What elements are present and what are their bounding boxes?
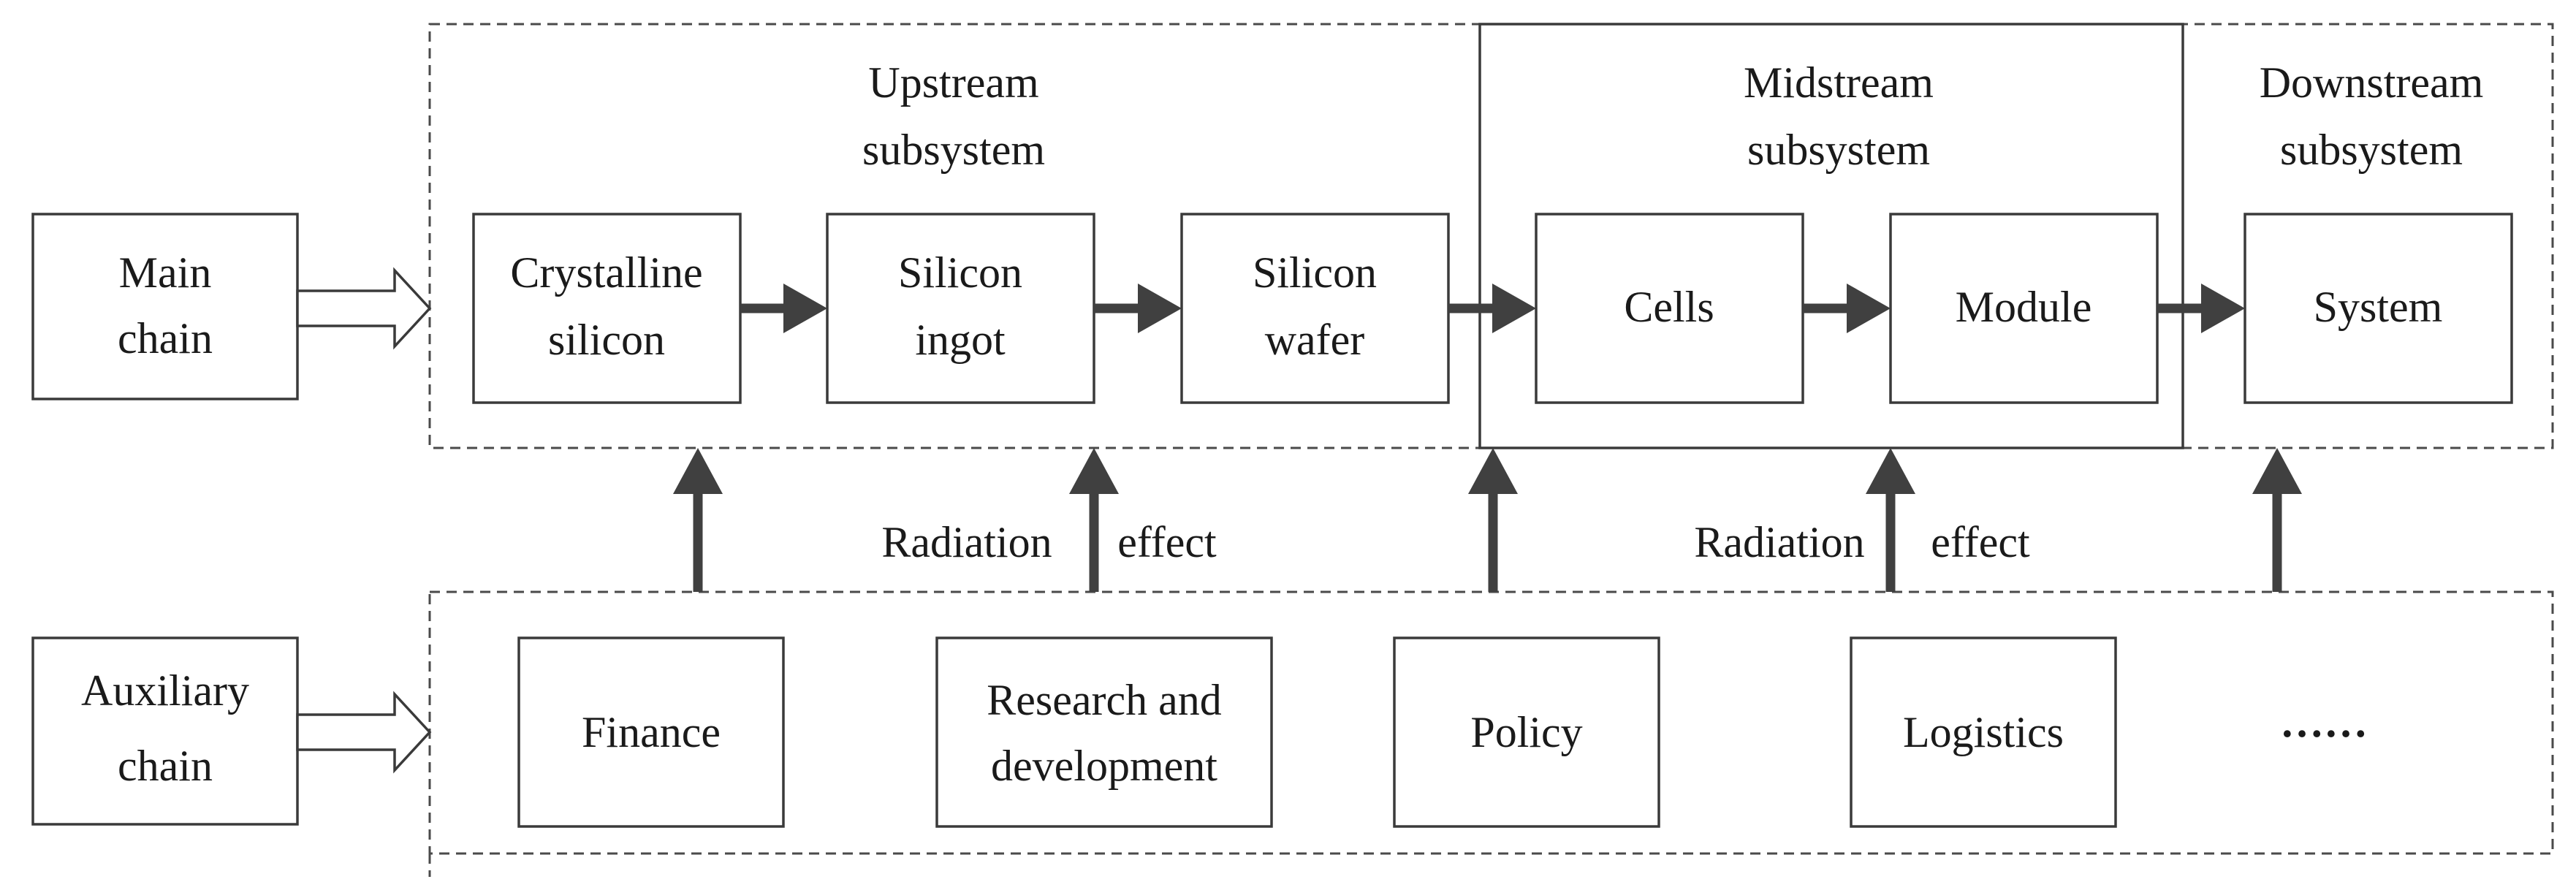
main-chain-hollow-arrow-icon [296,267,432,350]
node-silicon-wafer-line1: Silicon [1253,248,1377,297]
node-cells: Cells [1535,213,1804,404]
node-system-label: System [2314,283,2443,331]
node-module: Module [1889,213,2159,404]
radiation-arrow-1 [673,448,723,592]
node-silicon-ingot-line1: Silicon [898,248,1022,297]
node-silicon-wafer: Silicon wafer [1180,213,1450,404]
upstream-subsystem-title-line1: Upstream [868,58,1038,107]
node-silicon-wafer-line2: wafer [1265,316,1365,364]
aux-node-policy-label: Policy [1470,708,1582,756]
radiation-arrow-3 [1468,448,1518,592]
aux-ellipsis: …… [2280,698,2368,746]
main-chain-label-line1: Main [119,248,212,297]
arrow-wafer-to-cells [1448,284,1536,333]
node-system: System [2243,213,2513,404]
auxiliary-chain-label-line2: chain [118,742,213,790]
radiation-arrow-4 [1866,448,1915,592]
aux-node-finance: Finance [517,636,785,828]
aux-node-research-development-line1: Research and [987,676,1222,724]
main-chain-container [428,23,2554,449]
auxiliary-chain-label-line1: Auxiliary [81,666,249,715]
aux-node-research-development-line2: development [991,742,1217,790]
node-crystalline-silicon: Crystalline silicon [472,213,742,404]
arrow-cells-to-module [1803,284,1891,333]
midstream-frame [1478,23,2184,449]
aux-node-logistics: Logistics [1850,636,2117,828]
arrow-crystalline-to-ingot [740,284,827,333]
main-chain-label: Main chain [31,213,299,400]
downstream-subsystem-title-line1: Downstream [2260,58,2484,107]
auxiliary-chain-hollow-arrow-icon [296,691,432,774]
node-silicon-ingot: Silicon ingot [826,213,1095,404]
aux-node-finance-label: Finance [582,708,721,756]
main-chain-label-line2: chain [118,314,213,362]
aux-node-research-development: Research and development [935,636,1273,828]
node-cells-label: Cells [1624,283,1714,331]
radiation-label-2-word2: effect [1931,518,2030,566]
node-crystalline-silicon-line1: Crystalline [510,248,702,297]
downstream-subsystem-title-line2: subsystem [2280,126,2463,174]
radiation-arrow-5 [2252,448,2302,592]
node-silicon-ingot-line2: ingot [915,316,1006,364]
radiation-label-1-word1: Radiation [881,518,1052,566]
aux-node-logistics-label: Logistics [1903,708,2064,756]
node-module-label: Module [1956,283,2092,331]
radiation-label-2-word1: Radiation [1694,518,1864,566]
aux-node-policy: Policy [1393,636,1660,828]
radiation-label-1-word2: effect [1117,518,1217,566]
upstream-subsystem-title-line2: subsystem [862,126,1045,174]
arrow-module-to-system [2157,284,2245,333]
arrow-ingot-to-wafer [1094,284,1182,333]
radiation-arrow-2 [1069,448,1119,592]
auxiliary-chain-label: Auxiliary chain [31,636,299,826]
midstream-subsystem-title-line1: Midstream [1744,58,1934,107]
midstream-subsystem-title-line2: subsystem [1747,126,1930,174]
node-crystalline-silicon-line2: silicon [548,316,665,364]
